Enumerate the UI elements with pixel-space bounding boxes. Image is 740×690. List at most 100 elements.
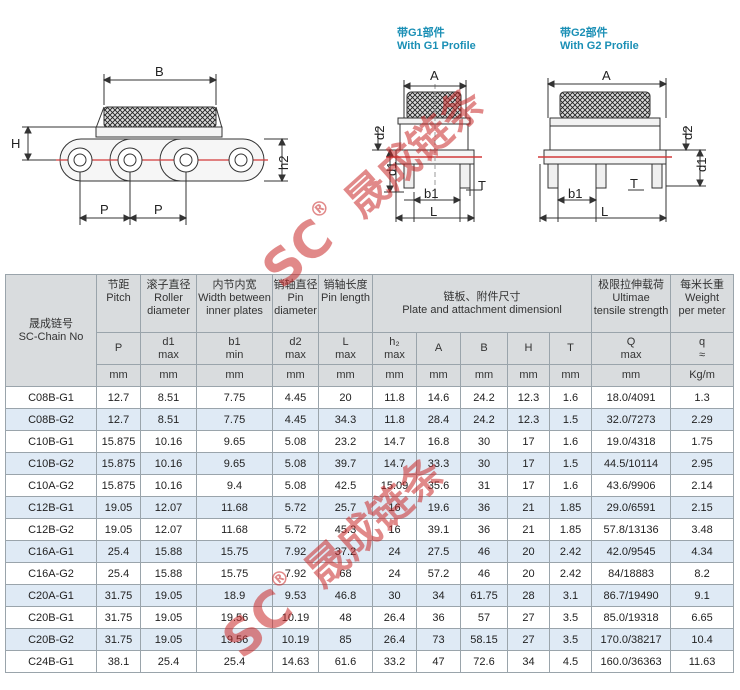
table-cell: 10.16 [140,452,197,475]
dim-label-T-g2: T [630,176,638,191]
table-cell: 1.75 [670,430,735,453]
table-cell: 25.4 [140,650,197,673]
table-cell: 19.56 [196,628,273,651]
sym-pin-len: L max [318,332,373,365]
unit-tensile: mm [591,364,672,387]
table-cell: 31.75 [96,584,141,607]
chain-no-cell: C10B-G1 [5,430,97,453]
table-cell: 61.6 [318,650,373,673]
table-cell: 9.53 [272,584,319,607]
table-cell: 6.65 [670,606,735,629]
table-cell: 12.7 [96,408,141,431]
table-cell: 37.2 [318,540,373,563]
unit-pin-len: mm [318,364,373,387]
table-cell: 11.68 [196,496,273,519]
g2-profile-en: With G2 Profile [560,40,639,52]
table-cell: 34 [507,650,550,673]
table-cell: 2.29 [670,408,735,431]
table-cell: 36 [460,496,508,519]
table-cell: 34 [416,584,461,607]
table-cell: 24.2 [460,408,508,431]
sym-weight: q ≈ [670,332,735,365]
unit-roller: mm [140,364,197,387]
table-cell: 170.0/38217 [591,628,672,651]
dim-label-A-g1: A [430,68,439,83]
header-inner-cn: 内节内宽 [212,279,257,291]
chain-no-cell: C12B-G2 [5,518,97,541]
table-cell: 46.8 [318,584,373,607]
table-cell: 160.0/36363 [591,650,672,673]
table-cell: 32.0/7273 [591,408,672,431]
chain-no-cell: C10A-G2 [5,474,97,497]
dim-label-h2: h2 [276,156,291,170]
table-cell: 48 [318,606,373,629]
table-cell: 19.05 [96,518,141,541]
table-cell: 3.1 [548,584,593,607]
table-cell: 61.75 [460,584,508,607]
chain-no-cell: C20A-G1 [5,584,97,607]
table-cell: 4.45 [272,408,319,431]
table-cell: 35.6 [416,474,461,497]
table-cell: 47 [416,650,461,673]
table-cell: 44.5/10114 [591,452,672,475]
table-cell: 1.6 [548,386,593,409]
table-cell: 12.3 [507,386,550,409]
table-cell: 17 [507,474,550,497]
table-cell: 12.07 [140,496,197,519]
dim-label-d1-g2: d1 [694,158,709,172]
unit-H: mm [507,364,550,387]
table-cell: 11.63 [670,650,735,673]
sym-pin-dia: d2 max [272,332,319,365]
table-cell: 15.875 [96,430,141,453]
table-cell: 1.85 [548,518,593,541]
table-cell: 18.0/4091 [591,386,672,409]
table-cell: 17 [507,430,550,453]
table-cell: 4.5 [548,650,593,673]
table-cell: 25.4 [196,650,273,673]
sym-inner: b1 min [196,332,273,365]
table-cell: 21 [507,518,550,541]
table-cell: 57 [460,606,508,629]
table-cell: 15.875 [96,452,141,475]
table-cell: 21 [507,496,550,519]
table-cell: 30 [460,430,508,453]
header-pin-len-en: Pin length [321,292,370,304]
table-cell: 26.4 [372,606,417,629]
table-cell: 19.6 [416,496,461,519]
table-cell: 27 [507,628,550,651]
chain-no-cell: C20B-G2 [5,628,97,651]
table-cell: 27 [507,606,550,629]
header-pin-len-cn: 销轴长度 [323,279,368,291]
sym-A: A [416,332,461,365]
sym-tensile: Q max [591,332,672,365]
table-cell: 15.88 [140,562,197,585]
table-cell: 7.75 [196,386,273,409]
sym-T: T [548,332,593,365]
table-cell: 42.5 [318,474,373,497]
table-cell: 57.2 [416,562,461,585]
table-cell: 19.05 [140,584,197,607]
table-cell: 34.3 [318,408,373,431]
sym-B: B [460,332,508,365]
table-cell: 14.63 [272,650,319,673]
table-cell: 12.3 [507,408,550,431]
table-cell: 28.4 [416,408,461,431]
table-cell: 24 [372,540,417,563]
dim-label-d1-g1: d1 [384,162,399,176]
table-cell: 10.16 [140,430,197,453]
table-cell: 20 [507,562,550,585]
table-cell: 36 [416,606,461,629]
table-cell: 19.05 [140,606,197,629]
